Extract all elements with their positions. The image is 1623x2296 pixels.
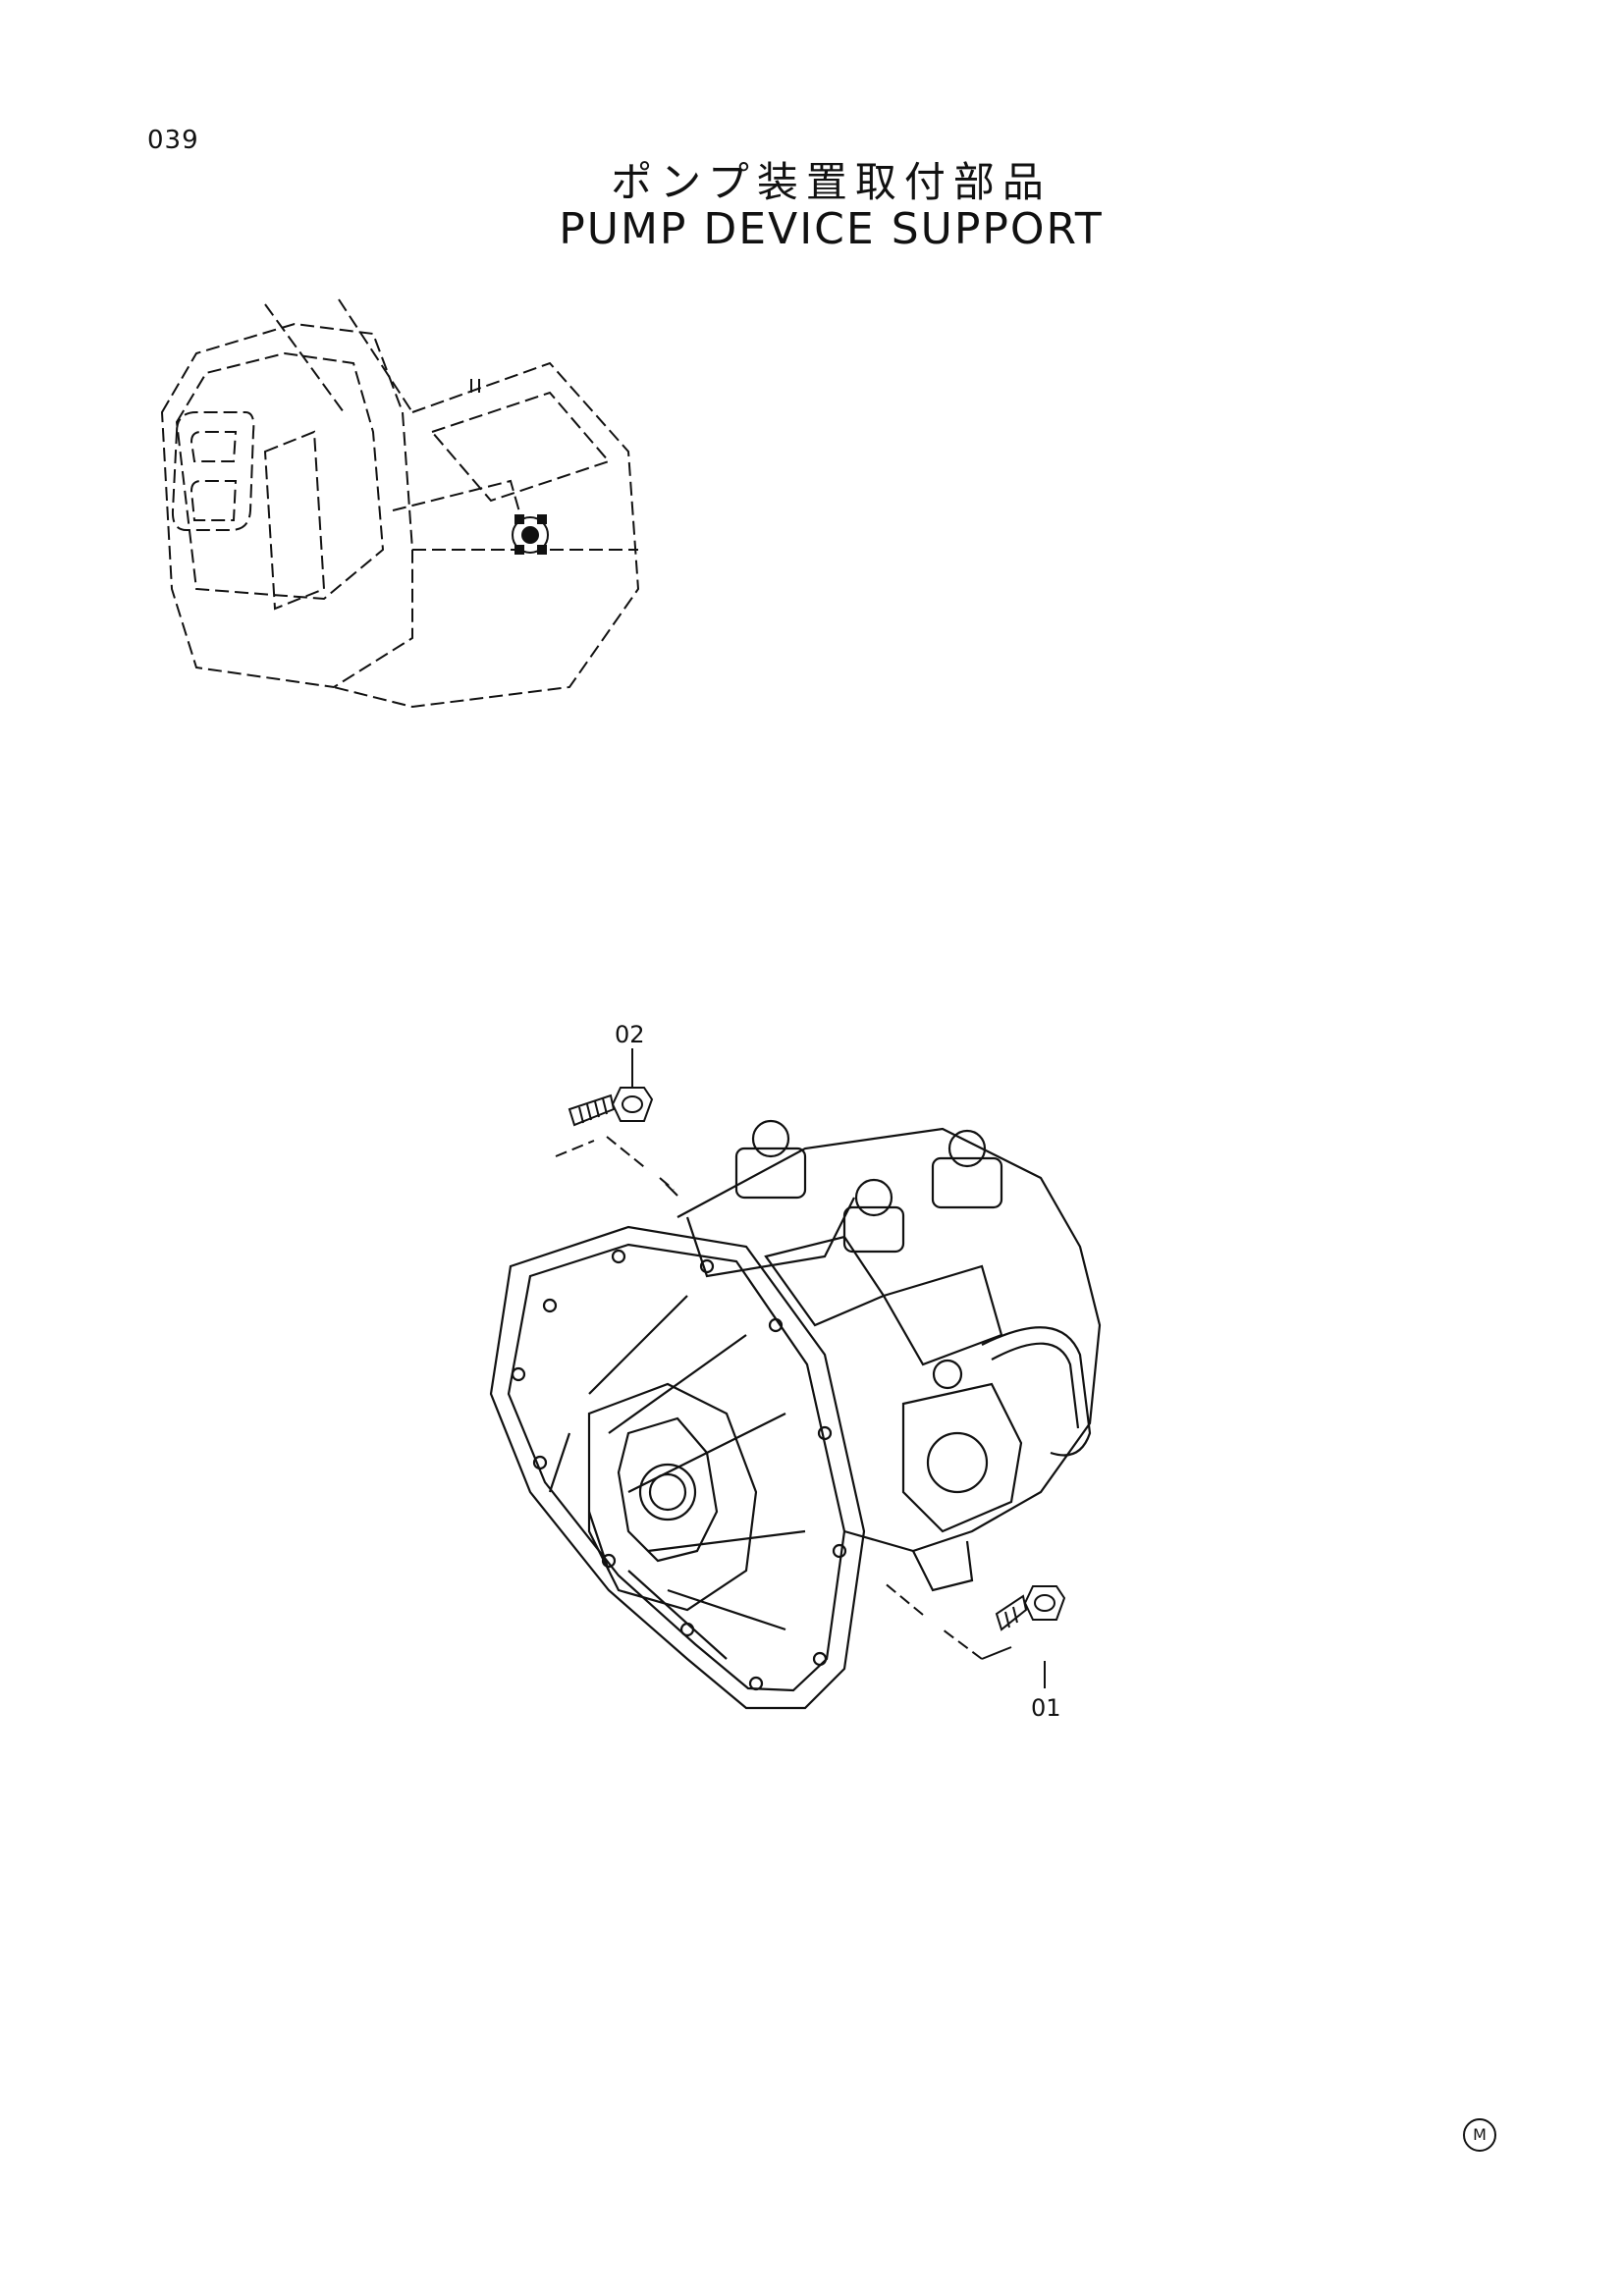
pump-location-marker (512, 514, 549, 555)
page-number: 039 (147, 126, 199, 155)
bolt-01-icon (883, 1581, 1066, 1688)
m-mark-icon: M (1463, 2118, 1496, 2152)
callout-part-01: 01 (1031, 1694, 1061, 1722)
page-title-english: PUMP DEVICE SUPPORT (559, 204, 1104, 254)
bolt-02-icon (555, 1048, 678, 1197)
page-title-japanese: ポンプ装置取付部品 (611, 158, 1052, 206)
callout-part-02: 02 (615, 1021, 645, 1048)
